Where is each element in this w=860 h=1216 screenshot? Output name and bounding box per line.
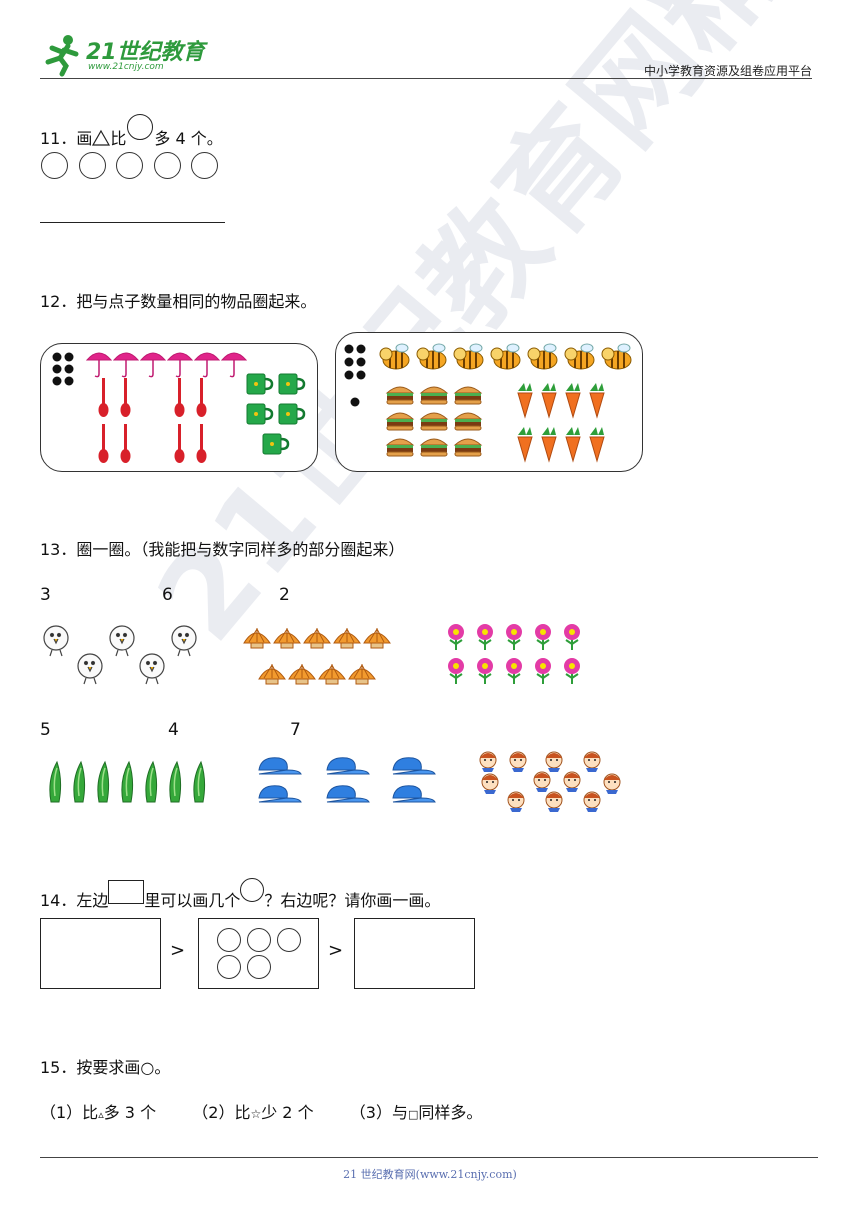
q15-part2: （2）比	[192, 1103, 251, 1122]
circle-icon	[277, 928, 301, 952]
child-face-group	[479, 751, 621, 813]
q13-number-7: 7	[290, 720, 301, 740]
circle-icon	[191, 152, 218, 179]
cup-group	[245, 372, 306, 456]
circle-icon	[41, 152, 68, 179]
q15-part1: （1）比	[40, 1103, 99, 1122]
q14-left-box[interactable]	[40, 918, 161, 989]
small-square-icon: □	[407, 1108, 419, 1121]
q14-question: 14．左边 里可以画几个 ？右边呢？请你画一画。	[40, 878, 440, 911]
umbrella-row	[85, 352, 248, 378]
q11-answer-line[interactable]	[40, 222, 225, 223]
q13-title: 13．圈一圈。（我能把与数字同样多的部分圈起来）	[40, 540, 405, 559]
circle-icon	[217, 928, 241, 952]
shell-group	[243, 627, 391, 685]
footer-text: 21 世纪教育网(www.21cnjy.com)	[343, 1168, 517, 1181]
q11-prefix: 11．画	[40, 129, 93, 148]
circle-icon	[217, 955, 241, 979]
burger-group	[385, 386, 482, 457]
header-logo: 21世纪教育 www.21cnjy.com	[38, 32, 208, 77]
q14-gt-2: >	[328, 940, 344, 961]
q13-number-2: 2	[279, 585, 290, 605]
q14-right-box[interactable]	[354, 918, 475, 989]
q15-part3-end: 同样多。	[418, 1103, 483, 1122]
logo-url: www.21cnjy.com	[88, 62, 164, 72]
carrot-group	[517, 382, 605, 462]
small-triangle-icon: ▵	[98, 1108, 104, 1121]
runner-logo-icon	[45, 35, 79, 77]
q15-part3: （3）与	[349, 1103, 408, 1122]
q14-gt-1: >	[170, 940, 186, 961]
circle-icon	[127, 114, 154, 140]
q12-title: 12．把与点子数量相同的物品圈起来。	[40, 292, 317, 311]
footer-rule	[40, 1157, 818, 1158]
q13-number-4: 4	[168, 720, 179, 740]
flower-group	[447, 623, 581, 685]
circle-icon	[240, 878, 265, 902]
star-icon: ☆	[250, 1107, 262, 1121]
platform-name: 中小学教育资源及组卷应用平台	[643, 64, 812, 78]
bee-row	[379, 343, 632, 370]
spoon-group	[98, 378, 207, 463]
q14-suffix: ？右边呢？请你画一画。	[264, 891, 441, 910]
q14-prefix: 14．左边	[40, 891, 109, 910]
triangle-icon	[92, 129, 111, 146]
q11-question: 11．画比 多 4 个。	[40, 114, 223, 149]
q11-suffix: 多 4 个。	[154, 129, 223, 148]
q15-title: 15．按要求画○。	[40, 1058, 171, 1077]
q15-part2-end: 少 2 个	[261, 1103, 314, 1122]
q11-mid: 比	[110, 129, 127, 148]
q15-parts: （1）比▵多 3 个 （2）比☆少 2 个 （3）与□同样多。	[40, 1103, 482, 1125]
q13-number-3: 3	[40, 585, 51, 605]
cap-group	[258, 757, 436, 803]
logo-text: 21世纪教育	[86, 40, 205, 65]
q13-number-6: 6	[162, 585, 173, 605]
q15-part1-end: 多 3 个	[103, 1103, 157, 1122]
circle-icon	[247, 955, 271, 979]
q14-mid: 里可以画几个	[144, 891, 241, 910]
header-rule	[40, 78, 812, 79]
chick-group	[43, 625, 197, 685]
circle-icon	[116, 152, 143, 179]
circle-icon	[247, 928, 271, 952]
q13-number-5: 5	[40, 720, 51, 740]
cucumber-group	[49, 760, 206, 803]
circle-icon	[79, 152, 106, 179]
circle-icon	[154, 152, 181, 179]
square-icon	[108, 880, 145, 904]
